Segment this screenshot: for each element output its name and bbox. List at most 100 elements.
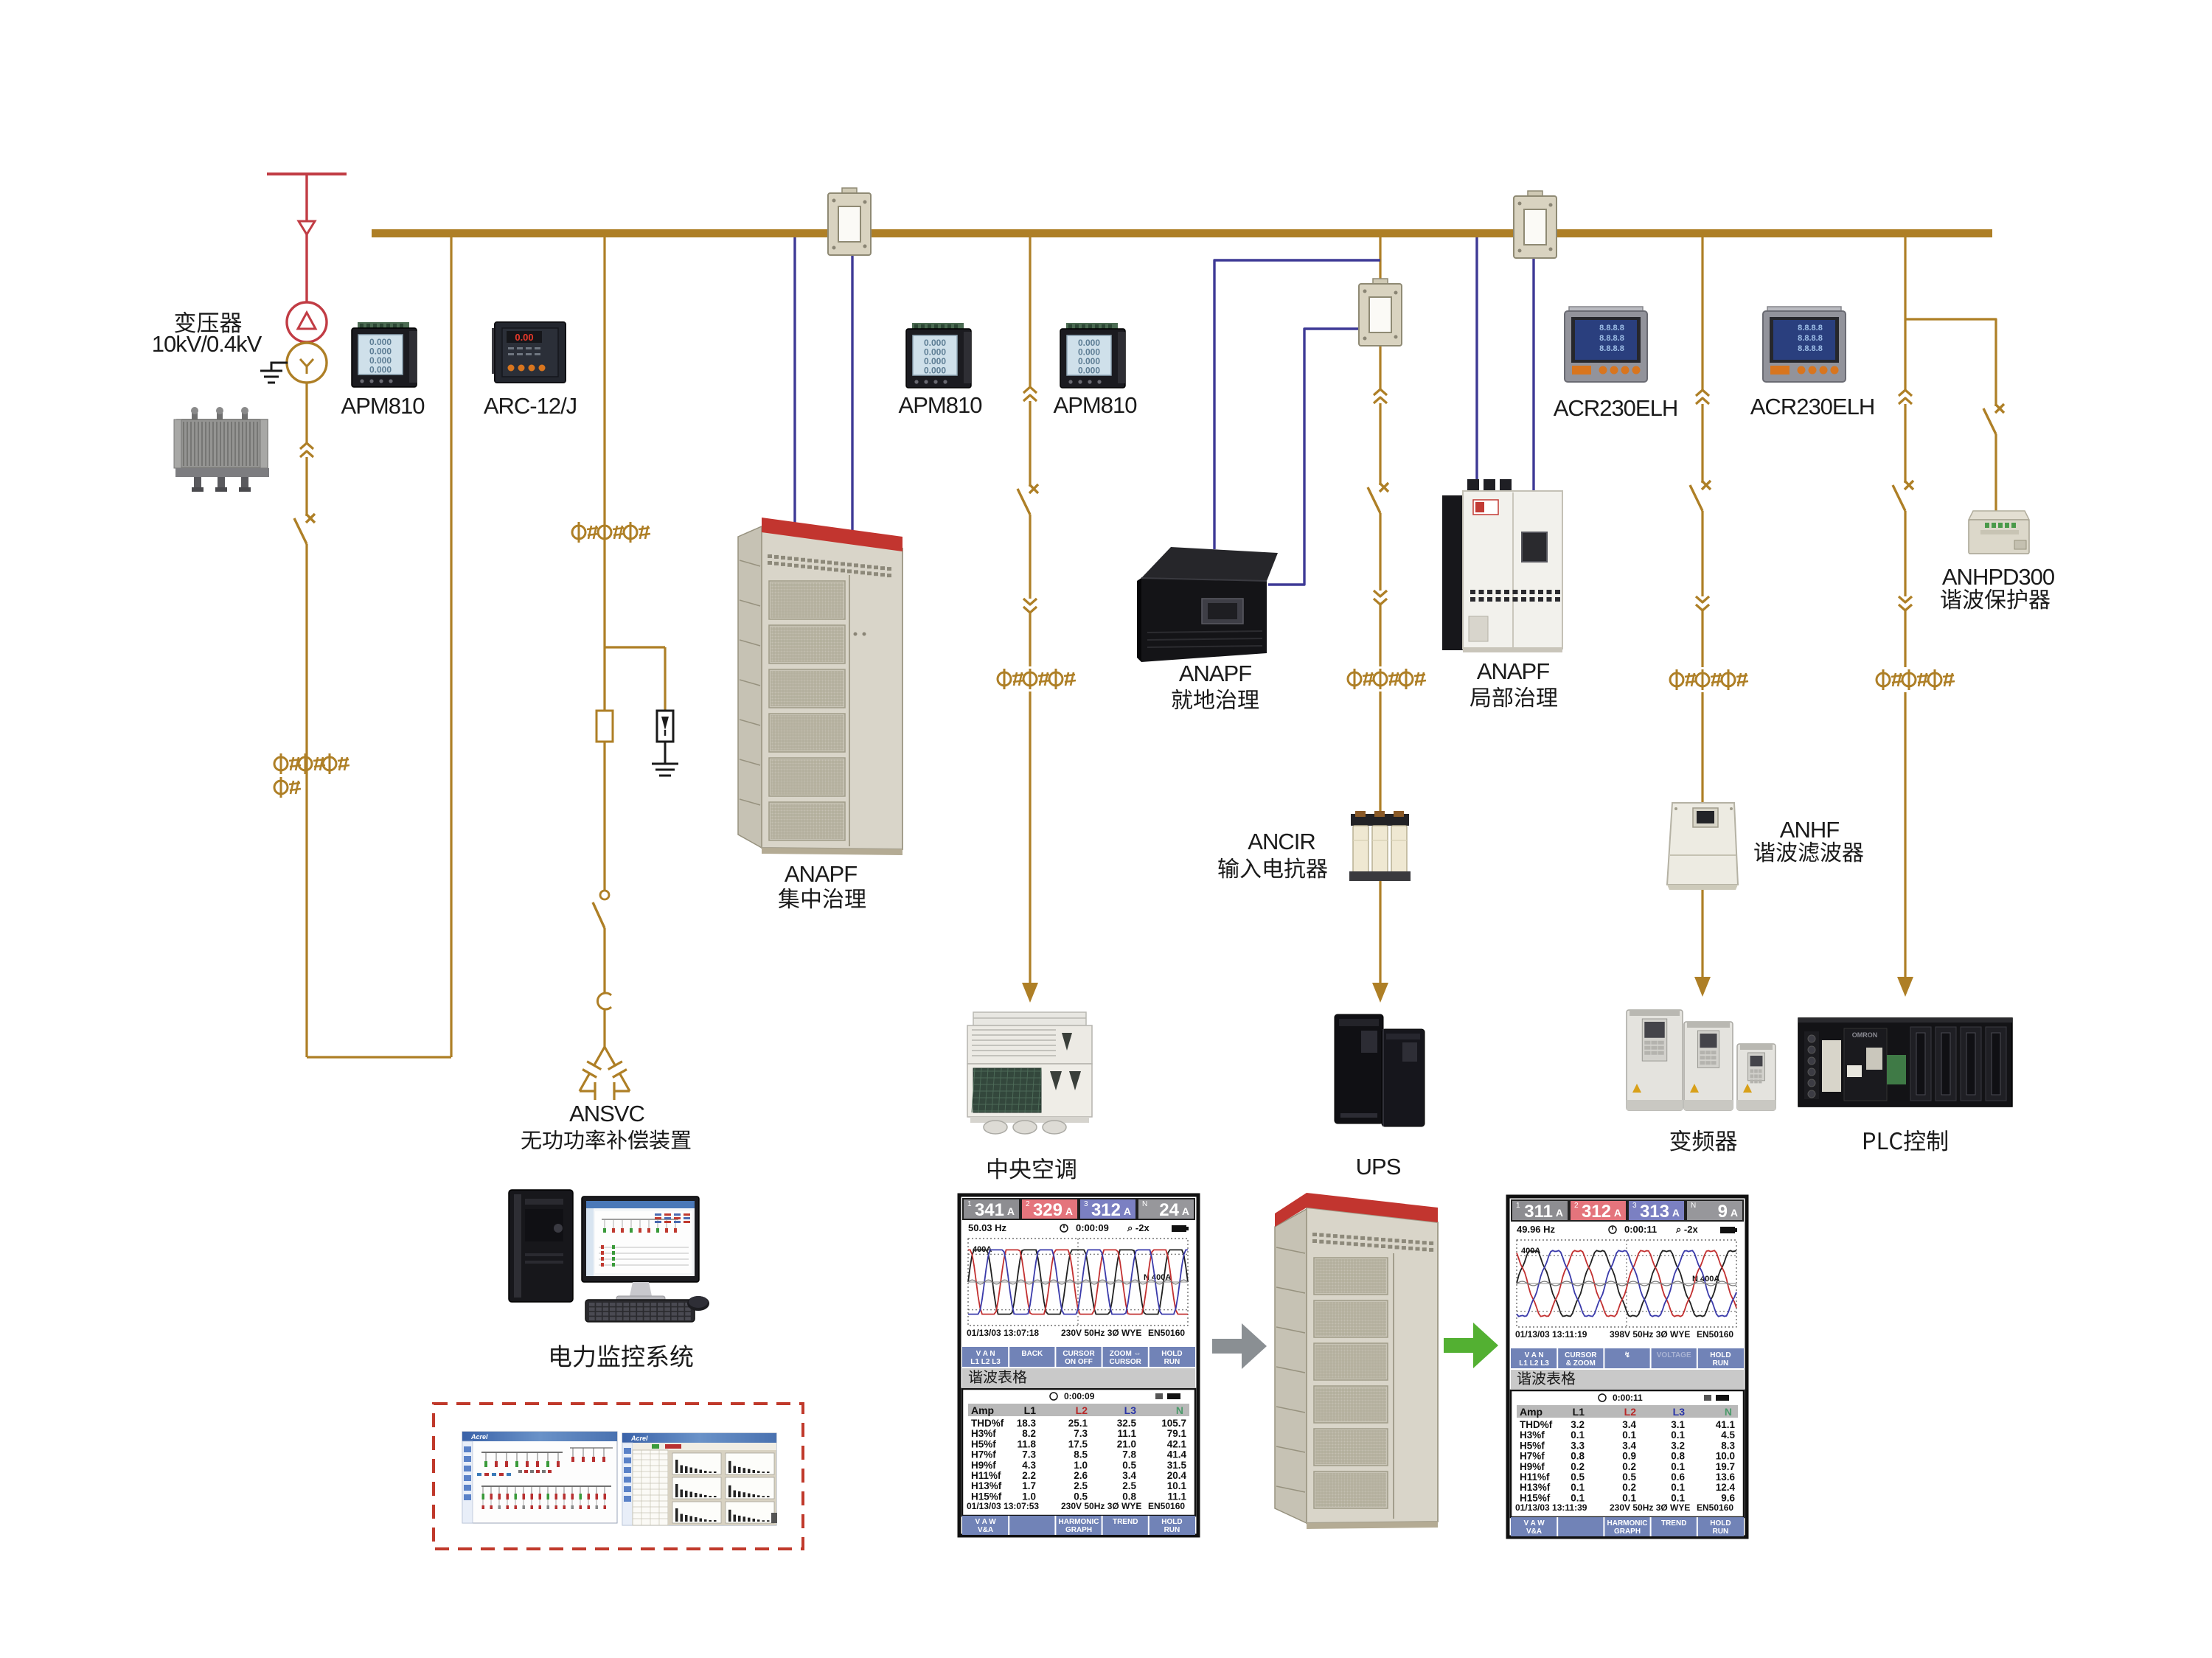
svg-text:11.1: 11.1 xyxy=(1167,1491,1186,1502)
svg-text:H7%f: H7%f xyxy=(1520,1451,1545,1462)
svg-text:312: 312 xyxy=(1091,1200,1121,1220)
svg-text:2: 2 xyxy=(1574,1202,1579,1210)
svg-text:HOLD: HOLD xyxy=(1710,1519,1731,1528)
svg-text:8.8.8.8: 8.8.8.8 xyxy=(1798,334,1823,343)
svg-text:1.7: 1.7 xyxy=(1022,1480,1036,1491)
svg-text:ANHPD300: ANHPD300 xyxy=(1942,564,2055,590)
svg-text:0.000: 0.000 xyxy=(924,347,946,358)
svg-text:VOLTAGE: VOLTAGE xyxy=(1657,1351,1691,1359)
svg-text:THD%f: THD%f xyxy=(1520,1419,1553,1430)
svg-text:V&A: V&A xyxy=(1526,1528,1542,1536)
svg-text:8.2: 8.2 xyxy=(1022,1428,1036,1439)
svg-text:0.000: 0.000 xyxy=(369,355,392,366)
svg-text:0.1: 0.1 xyxy=(1622,1492,1636,1503)
svg-text:ANCIR: ANCIR xyxy=(1248,829,1315,854)
svg-text:HOLD: HOLD xyxy=(1710,1351,1731,1359)
svg-text:RUN: RUN xyxy=(1713,1528,1729,1536)
svg-text:19.7: 19.7 xyxy=(1716,1461,1735,1472)
svg-text:H15%f: H15%f xyxy=(1520,1492,1551,1503)
svg-text:⌕ -2x: ⌕ -2x xyxy=(1675,1224,1698,1235)
svg-text:01/13/03 13:07:53: 01/13/03 13:07:53 xyxy=(967,1501,1039,1511)
svg-text:3.3: 3.3 xyxy=(1571,1440,1585,1451)
svg-text:HARMONIC: HARMONIC xyxy=(1607,1519,1648,1528)
svg-text:CURSOR: CURSOR xyxy=(1565,1351,1597,1359)
svg-text:50.03 Hz: 50.03 Hz xyxy=(968,1222,1007,1233)
svg-text:0.1: 0.1 xyxy=(1622,1429,1636,1441)
svg-text:Acrel: Acrel xyxy=(630,1435,648,1442)
svg-text:H9%f: H9%f xyxy=(1520,1461,1545,1472)
svg-text:H13%f: H13%f xyxy=(1520,1482,1551,1493)
svg-text:HARMONIC: HARMONIC xyxy=(1059,1518,1099,1526)
svg-text:230V 50Hz 3Ø WYE: 230V 50Hz 3Ø WYE xyxy=(1061,1501,1141,1511)
svg-text:4.5: 4.5 xyxy=(1721,1429,1735,1441)
svg-text:2.2: 2.2 xyxy=(1022,1470,1036,1481)
svg-text:RUN: RUN xyxy=(1713,1359,1729,1368)
svg-text:APM810: APM810 xyxy=(899,392,983,418)
svg-text:L3: L3 xyxy=(1124,1404,1137,1416)
svg-text:0.5: 0.5 xyxy=(1074,1491,1088,1502)
svg-text:8.8.8.8: 8.8.8.8 xyxy=(1599,334,1624,343)
svg-text:APM810: APM810 xyxy=(341,393,425,419)
svg-text:0.00: 0.00 xyxy=(515,332,533,343)
svg-text:8.3: 8.3 xyxy=(1721,1440,1735,1451)
svg-text:A: A xyxy=(1182,1205,1189,1217)
svg-text:0.000: 0.000 xyxy=(369,365,392,375)
svg-text:7.3: 7.3 xyxy=(1022,1449,1036,1460)
svg-text:ANHF: ANHF xyxy=(1780,817,1839,843)
svg-text:L2: L2 xyxy=(1076,1404,1088,1416)
svg-text:10kV/0.4kV: 10kV/0.4kV xyxy=(152,331,262,357)
svg-text:EN50160: EN50160 xyxy=(1148,1501,1185,1511)
svg-text:ANAPF: ANAPF xyxy=(1179,661,1251,686)
svg-text:ACR230ELH: ACR230ELH xyxy=(1750,394,1874,419)
svg-text:32.5: 32.5 xyxy=(1117,1418,1137,1429)
svg-text:3.4: 3.4 xyxy=(1122,1470,1136,1481)
svg-text:13.6: 13.6 xyxy=(1716,1471,1736,1483)
svg-text:0.1: 0.1 xyxy=(1671,1492,1685,1503)
svg-text:RUN: RUN xyxy=(1164,1526,1180,1534)
svg-text:7.3: 7.3 xyxy=(1074,1428,1088,1439)
svg-text:N: N xyxy=(1691,1202,1696,1210)
svg-text:ANAPF: ANAPF xyxy=(785,861,857,887)
svg-text:0.8: 0.8 xyxy=(1671,1451,1685,1462)
svg-text:3.4: 3.4 xyxy=(1622,1419,1636,1430)
svg-text:0.000: 0.000 xyxy=(924,366,946,376)
svg-text:V A N: V A N xyxy=(976,1350,995,1358)
svg-text:A: A xyxy=(1007,1205,1015,1217)
svg-text:341: 341 xyxy=(975,1200,1004,1220)
svg-text:CURSOR: CURSOR xyxy=(1110,1358,1142,1366)
svg-text:L2: L2 xyxy=(1624,1406,1637,1418)
svg-text:L1 L2 L3: L1 L2 L3 xyxy=(1519,1359,1549,1368)
svg-text:V&A: V&A xyxy=(978,1526,993,1534)
svg-text:0.5: 0.5 xyxy=(1571,1471,1585,1483)
svg-text:RUN: RUN xyxy=(1164,1358,1180,1366)
svg-text:0.000: 0.000 xyxy=(369,337,392,347)
svg-text:V A W: V A W xyxy=(1524,1519,1545,1528)
svg-text:21.0: 21.0 xyxy=(1117,1438,1136,1449)
svg-text:H5%f: H5%f xyxy=(971,1438,996,1449)
svg-text:0.2: 0.2 xyxy=(1622,1461,1636,1472)
svg-text:8.8.8.8: 8.8.8.8 xyxy=(1599,324,1624,332)
svg-text:329: 329 xyxy=(1033,1200,1062,1220)
svg-text:N: N xyxy=(1725,1406,1732,1418)
svg-text:9.6: 9.6 xyxy=(1721,1492,1735,1503)
svg-text:0.000: 0.000 xyxy=(924,356,946,366)
svg-text:GRAPH: GRAPH xyxy=(1614,1528,1641,1536)
svg-text:1: 1 xyxy=(1516,1202,1520,1210)
svg-text:APM810: APM810 xyxy=(1054,392,1138,418)
svg-text:L1: L1 xyxy=(1573,1406,1585,1418)
svg-text:0:00:11: 0:00:11 xyxy=(1613,1393,1643,1403)
svg-text:11.1: 11.1 xyxy=(1117,1428,1136,1439)
svg-text:8.5: 8.5 xyxy=(1074,1449,1088,1460)
svg-text:230V 50Hz 3Ø WYE: 230V 50Hz 3Ø WYE xyxy=(1610,1502,1690,1513)
svg-text:2.6: 2.6 xyxy=(1074,1470,1088,1481)
svg-text:3.2: 3.2 xyxy=(1671,1440,1685,1451)
svg-text:20.4: 20.4 xyxy=(1167,1470,1187,1481)
svg-text:0.1: 0.1 xyxy=(1571,1482,1585,1493)
svg-text:H3%f: H3%f xyxy=(971,1428,996,1439)
svg-text:8.8.8.8: 8.8.8.8 xyxy=(1798,344,1823,353)
svg-text:105.7: 105.7 xyxy=(1161,1418,1186,1429)
svg-text:24: 24 xyxy=(1159,1200,1179,1220)
svg-text:L1 L2 L3: L1 L2 L3 xyxy=(970,1358,1001,1366)
svg-text:0.5: 0.5 xyxy=(1622,1471,1636,1483)
svg-text:01/13/03 13:11:19: 01/13/03 13:11:19 xyxy=(1515,1329,1587,1340)
